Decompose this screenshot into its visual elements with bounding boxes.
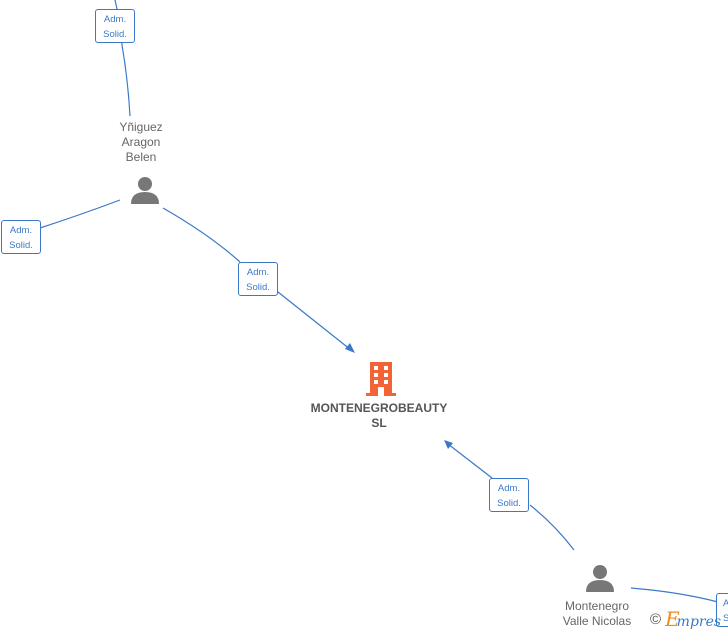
person-2-name-line2: Valle Nicolas [562,614,632,628]
role-label-line2: Solid. [9,240,33,251]
edge-person-1-to-company [162,207,241,263]
edge-person-2-to-company [529,504,575,551]
company-name[interactable]: MONTENEGROBEAUTY SL [289,401,469,431]
company-name-line1: MONTENEGROBEAUTY [310,401,448,415]
person-2-name-line1: Montenegro [564,599,630,613]
arrowhead-into-company-2 [444,440,453,449]
person-1-name[interactable]: Yñiguez Aragon Belen [86,120,196,165]
edge-person-2-to-right [630,587,719,603]
person-1-name-line2: Aragon [121,135,161,149]
edge-person-1-to-company-lower [277,291,352,351]
role-label-right-clipped[interactable]: A S [716,593,728,627]
role-label-top[interactable]: Adm. Solid. [95,9,135,43]
role-label-line2: Solid. [103,29,127,40]
brand-logo-text: mpres [676,614,722,630]
role-label-left[interactable]: Adm. Solid. [1,220,41,254]
person-icon[interactable] [130,176,160,204]
building-icon[interactable] [366,362,396,396]
role-label-line1: Adm. [497,483,521,494]
copyright-footer: © Empres [650,607,721,631]
brand-logo[interactable]: Empres [665,607,721,631]
role-label-line2: S [723,611,728,626]
role-label-line1: Adm. [103,14,127,25]
role-label-line1: Adm. [246,267,270,278]
brand-logo-initial: E [665,607,680,631]
role-label-person-2-company[interactable]: Adm. Solid. [489,478,529,512]
role-label-line2: Solid. [497,498,521,509]
copyright-icon: © [650,610,662,628]
company-name-line2: SL [371,416,387,430]
arrowhead-into-company [345,343,355,353]
person-icon[interactable] [585,564,615,592]
person-1-name-line1: Yñiguez [119,120,163,134]
role-label-line2: Solid. [246,282,270,293]
role-label-person-1-company[interactable]: Adm. Solid. [238,262,278,296]
edge-person-2-to-company-upper [447,443,493,479]
person-1-name-line3: Belen [125,150,157,164]
person-2-name[interactable]: Montenegro Valle Nicolas [542,599,652,629]
role-label-line1: A [723,596,728,611]
role-label-line1: Adm. [9,225,33,236]
edge-person-1-to-left [39,199,121,229]
